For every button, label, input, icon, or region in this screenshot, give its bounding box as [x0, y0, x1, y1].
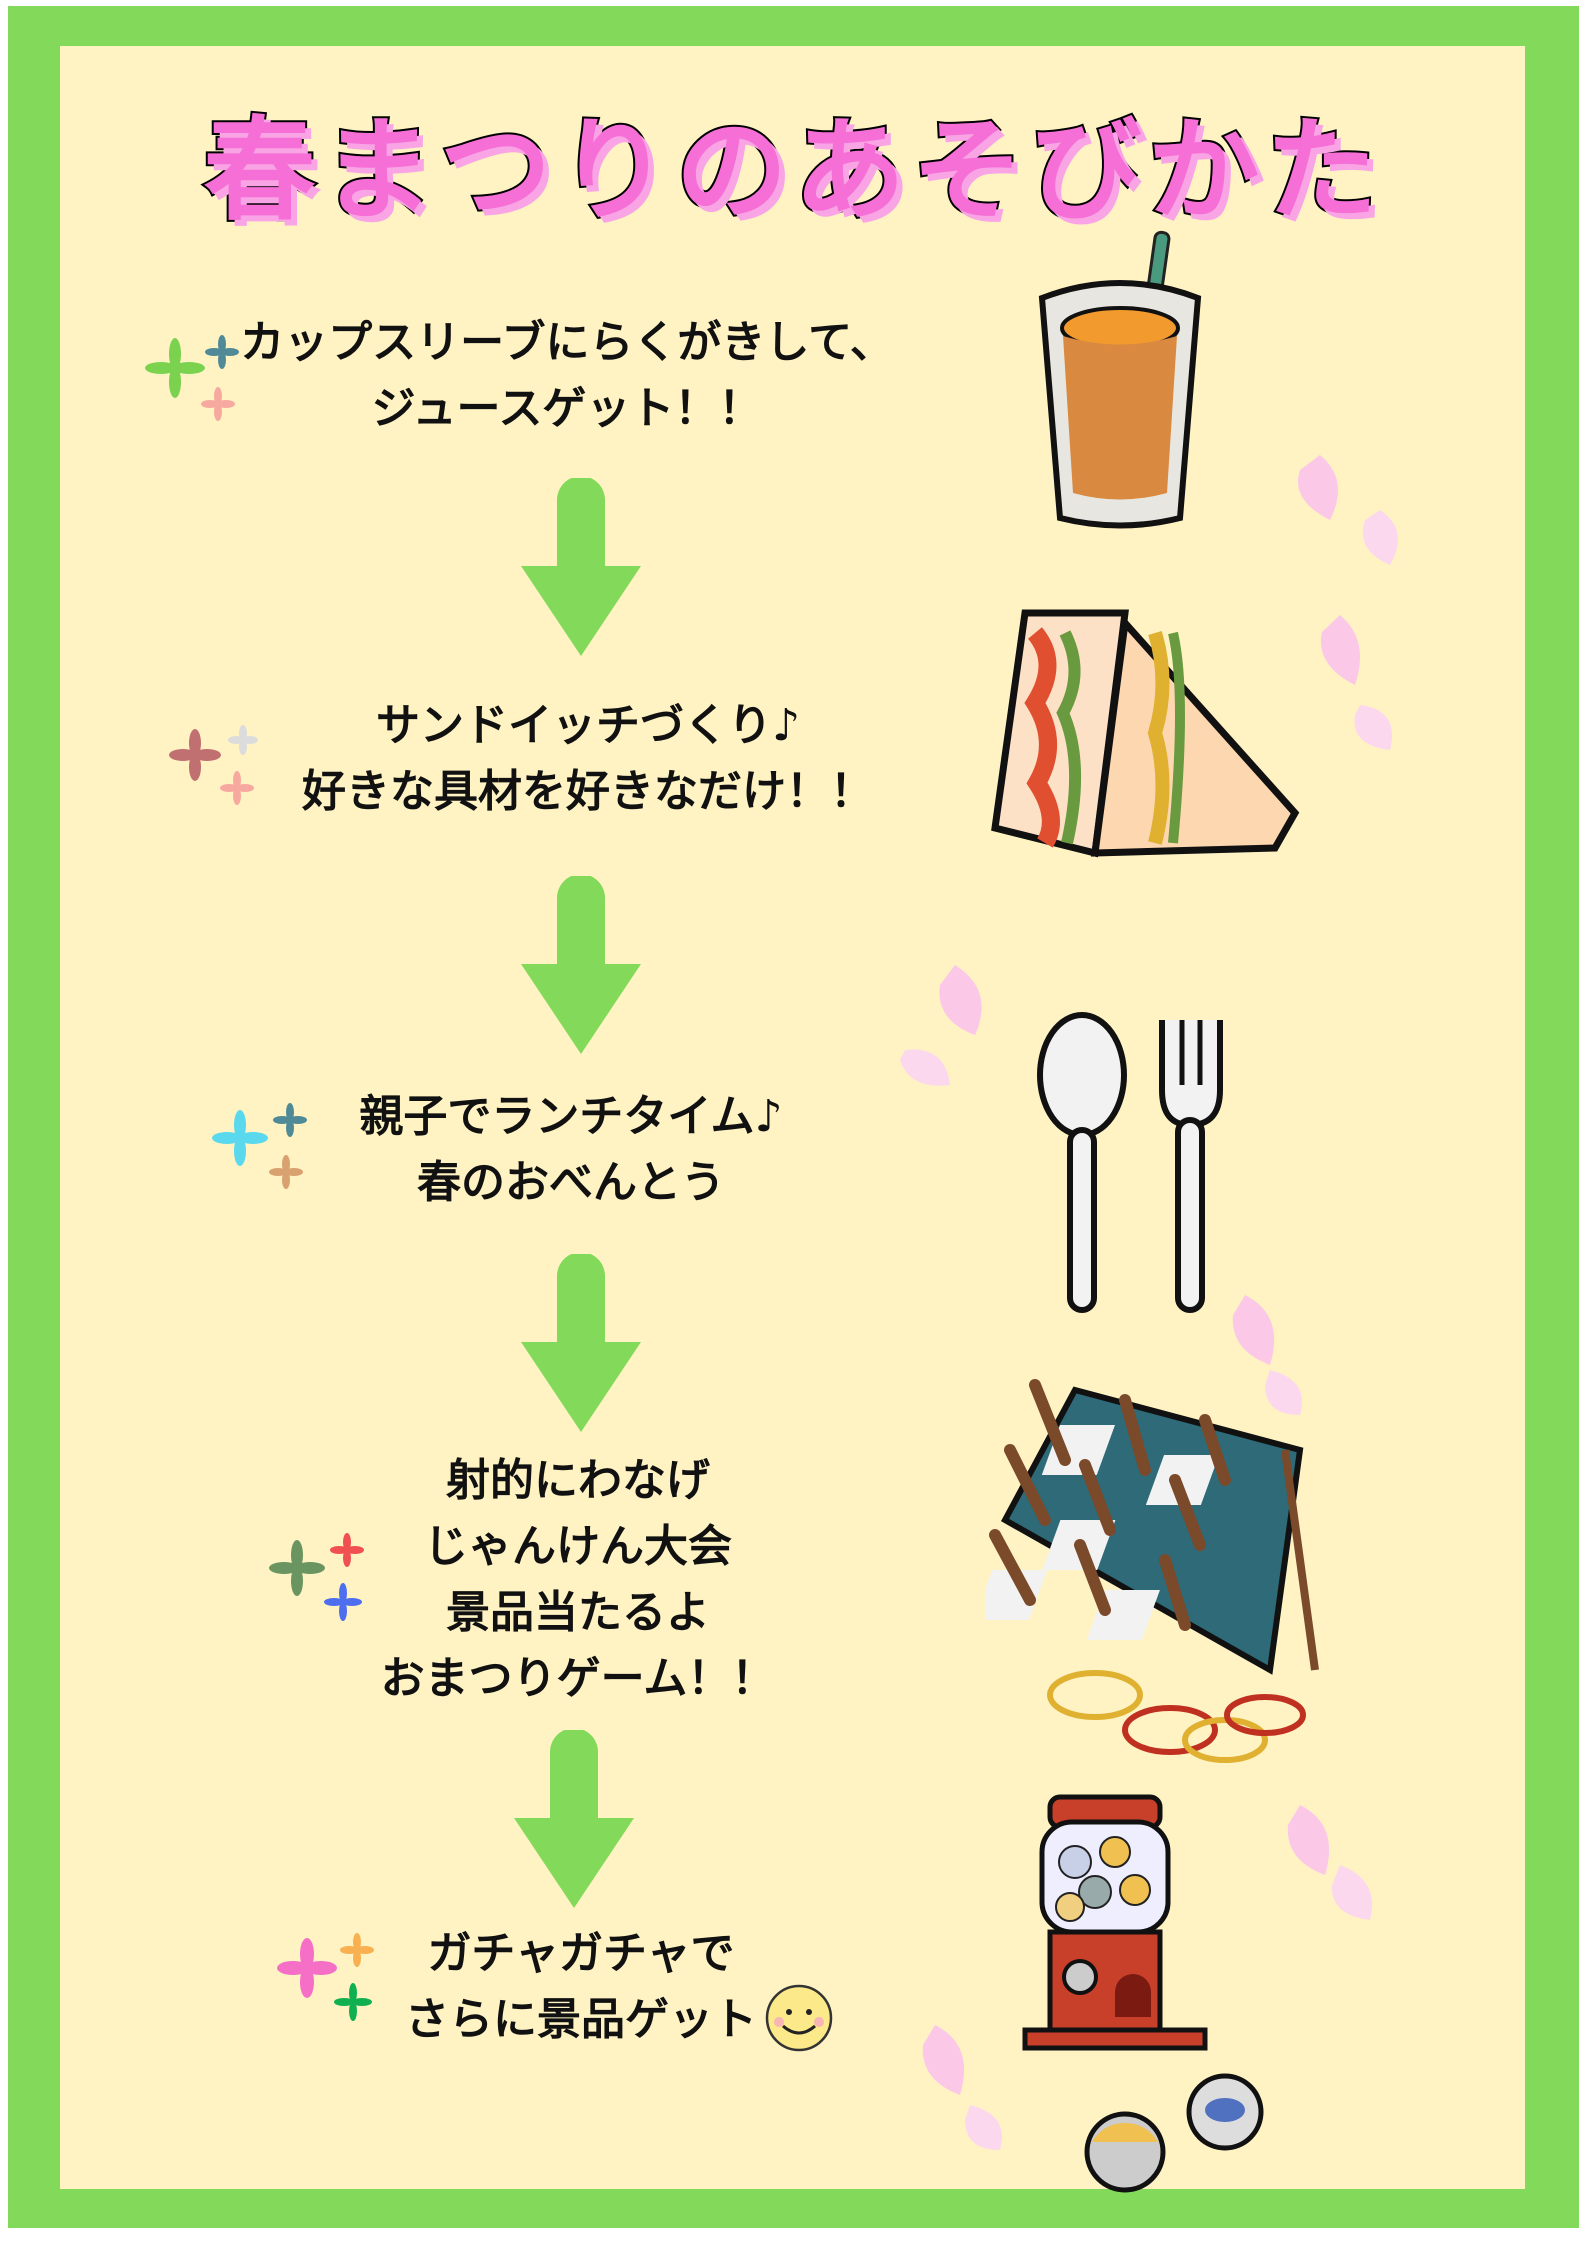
down-arrow-icon: [521, 876, 641, 1054]
step-2-line: 好きな具材を好きなだけ！！: [302, 766, 874, 817]
gacha-capsules-illustration: [1084, 2073, 1264, 2193]
cherry-petal-icon: [1320, 615, 1392, 750]
step-1-line: ジュースゲット！！: [371, 383, 763, 434]
step-3-line: 親子でランチタイム♪: [359, 1091, 783, 1142]
step-4-text: 射的にわなげ じゃんけん大会 景品当たるよ おまつりゲーム！！: [381, 1448, 776, 1712]
flower-cluster-icon: [212, 1103, 307, 1189]
step-4-line: おまつりゲーム！！: [380, 1653, 776, 1704]
step-5-line: さらに景品ゲット: [405, 1994, 757, 2045]
step-4-line: 景品当たるよ: [446, 1587, 710, 1638]
flower-cluster-icon: [269, 1533, 364, 1621]
step-2-line: サンドイッチづくり♪: [375, 700, 801, 751]
gacha-machine-illustration: [1022, 1794, 1208, 2051]
page-title: 春まつりのあそびかた: [202, 104, 1384, 238]
cherry-petal-icon: [1298, 455, 1398, 565]
step-3-text: 親子でランチタイム♪ 春のおべんとう: [359, 1084, 782, 1216]
step-4-line: 射的にわなげ: [446, 1455, 710, 1506]
flower-cluster-icon: [145, 335, 239, 421]
down-arrow-icon: [514, 1730, 634, 1908]
step-5-line: ガチャガチャで: [427, 1928, 735, 1979]
ring-toss-illustration: [985, 1379, 1319, 1763]
juice-cup-illustration: [1038, 230, 1202, 529]
flower-cluster-icon: [277, 1933, 374, 2021]
spoon-fork-illustration: [1037, 1012, 1223, 1313]
step-2-text: サンドイッチづくり♪ 好きな具材を好きなだけ！！: [302, 693, 874, 825]
cherry-petal-icon: [922, 2025, 1002, 2150]
down-arrow-icon: [521, 478, 641, 656]
cherry-petal-icon: [1287, 1805, 1372, 1920]
cherry-petal-icon: [1232, 1295, 1302, 1415]
smiley-icon: [765, 1984, 833, 2052]
flower-cluster-icon: [169, 725, 258, 805]
step-5-text: ガチャガチャで さらに景品ゲット: [405, 1921, 757, 2053]
step-1-line: カップスリーブにらくがきして、: [240, 317, 894, 368]
step-4-line: じゃんけん大会: [424, 1521, 732, 1572]
step-1-text: カップスリーブにらくがきして、 ジュースゲット！！: [240, 310, 894, 442]
sandwich-illustration: [991, 609, 1300, 858]
down-arrow-icon: [521, 1254, 641, 1432]
cherry-petal-icon: [900, 965, 982, 1086]
step-3-line: 春のおべんとう: [416, 1157, 725, 1208]
